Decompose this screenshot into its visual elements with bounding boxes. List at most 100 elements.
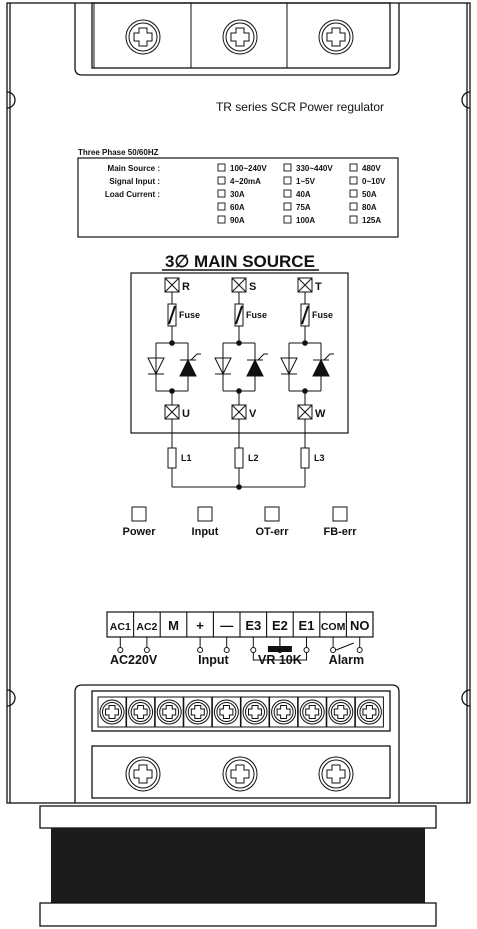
terminal-group-label: AC220V bbox=[110, 653, 158, 667]
terminal-screw-5 bbox=[211, 696, 241, 728]
option-label: 100A bbox=[296, 216, 315, 225]
top-screw-row bbox=[93, 3, 354, 68]
option-label: 1~5V bbox=[296, 177, 316, 186]
load-bus bbox=[172, 484, 305, 490]
option-label: 125A bbox=[362, 216, 381, 225]
option-checkbox bbox=[349, 215, 358, 224]
input-label: R bbox=[182, 281, 190, 293]
lead-terminal bbox=[223, 647, 230, 653]
option-checkbox bbox=[283, 189, 292, 198]
option-checkbox bbox=[217, 215, 226, 224]
option-label: 40A bbox=[296, 190, 311, 199]
lead-terminal bbox=[117, 647, 124, 653]
indicator-label: Input bbox=[192, 526, 219, 538]
indicator-label: OT-err bbox=[255, 526, 289, 538]
option-label: 30A bbox=[230, 190, 245, 199]
option-checkbox bbox=[349, 189, 358, 198]
terminal-screw-1 bbox=[97, 696, 127, 728]
led-window bbox=[264, 506, 280, 522]
spec-label-2: Signal Input : bbox=[109, 177, 160, 186]
led-window bbox=[131, 506, 147, 522]
option-label: 4~20mA bbox=[230, 177, 261, 186]
option-checkbox bbox=[283, 176, 292, 185]
lead-terminal bbox=[303, 647, 310, 653]
terminal-screw-row bbox=[97, 696, 384, 728]
terminal-label: AC2 bbox=[136, 621, 157, 633]
terminal-screw-4 bbox=[183, 696, 213, 728]
lead-terminal bbox=[197, 647, 204, 653]
option-label: 90A bbox=[230, 216, 245, 225]
mount-screw-top-3 bbox=[318, 19, 354, 55]
spec-header: Three Phase 50/60HZ bbox=[78, 148, 159, 157]
output-label: U bbox=[182, 408, 190, 420]
terminal-label: AC1 bbox=[110, 621, 131, 633]
option-label: 0~10V bbox=[362, 177, 386, 186]
terminal-label: — bbox=[220, 618, 233, 633]
option-checkbox bbox=[283, 215, 292, 224]
load-label: L1 bbox=[181, 453, 192, 463]
option-checkbox bbox=[349, 176, 358, 185]
terminal-screw-9 bbox=[326, 696, 356, 728]
terminal-label: E1 bbox=[299, 618, 315, 633]
lead-terminal bbox=[330, 647, 337, 653]
led-window bbox=[197, 506, 213, 522]
terminal-group-label: Alarm bbox=[329, 653, 364, 667]
spec-table: Three Phase 50/60HZ Main Source : 100~240… bbox=[77, 148, 399, 238]
bottom-screw-row bbox=[125, 756, 354, 792]
indicator-1: Power bbox=[122, 506, 156, 538]
mount-screw-bottom-1 bbox=[125, 756, 161, 792]
terminal-label: M bbox=[168, 618, 179, 633]
option-checkbox bbox=[349, 163, 358, 172]
indicator-3: OT-err bbox=[255, 506, 289, 538]
terminal-screw-8 bbox=[297, 696, 327, 728]
terminal-label: COM bbox=[321, 621, 346, 633]
option-label: 80A bbox=[362, 203, 377, 212]
pot-wiper bbox=[267, 646, 292, 652]
option-label: 50A bbox=[362, 190, 377, 199]
option-checkbox bbox=[349, 202, 358, 211]
indicator-label: FB-err bbox=[323, 526, 357, 538]
terminal-label: E3 bbox=[245, 618, 261, 633]
terminal-screw-10 bbox=[354, 696, 384, 728]
indicator-4: FB-err bbox=[323, 506, 357, 538]
option-checkbox bbox=[217, 202, 226, 211]
terminal-screw-6 bbox=[240, 696, 270, 728]
mount-screw-bottom-3 bbox=[318, 756, 354, 792]
fuse-label: Fuse bbox=[312, 310, 333, 320]
lead-terminal bbox=[143, 647, 150, 653]
input-label: S bbox=[249, 281, 256, 293]
led-window bbox=[332, 506, 348, 522]
terminal-screw-7 bbox=[269, 696, 299, 728]
option-checkbox bbox=[217, 176, 226, 185]
output-label: W bbox=[315, 408, 326, 420]
option-label: 60A bbox=[230, 203, 245, 212]
load-label: L3 bbox=[314, 453, 325, 463]
mount-screw-top-2 bbox=[222, 19, 258, 55]
option-label: 75A bbox=[296, 203, 311, 212]
option-checkbox bbox=[283, 202, 292, 211]
fuse-label: Fuse bbox=[179, 310, 200, 320]
device-title: TR series SCR Power regulator bbox=[216, 100, 384, 114]
heatsink bbox=[39, 805, 437, 927]
terminal-screw-3 bbox=[154, 696, 184, 728]
spec-label-1: Main Source : bbox=[108, 164, 160, 173]
terminal-group-label: VR 10K bbox=[258, 653, 302, 667]
terminal-screw-2 bbox=[126, 696, 156, 728]
output-label: V bbox=[249, 408, 257, 420]
pot-bracket bbox=[252, 652, 307, 661]
option-label: 480V bbox=[362, 164, 381, 173]
mount-screw-bottom-2 bbox=[222, 756, 258, 792]
terminal-group-label: Input bbox=[198, 653, 229, 667]
spec-label-3: Load Current : bbox=[105, 190, 160, 199]
input-label: T bbox=[315, 281, 322, 293]
lead-terminal bbox=[356, 647, 363, 653]
option-label: 100~240V bbox=[230, 164, 267, 173]
alarm-switch bbox=[335, 642, 354, 651]
terminal-label: + bbox=[196, 618, 204, 633]
indicator-2: Input bbox=[192, 506, 219, 538]
